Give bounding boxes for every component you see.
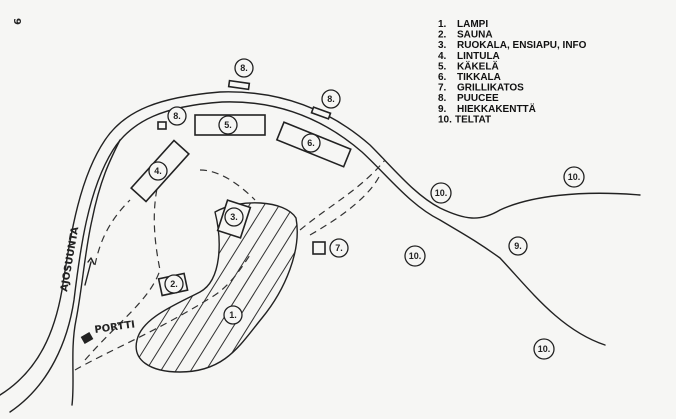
lake: [135, 202, 298, 373]
marker-circle: [329, 238, 349, 258]
footpath: [199, 169, 256, 201]
legend-number: 5.: [438, 61, 447, 72]
marker-number: 5.: [224, 120, 232, 130]
legend-number: 2.: [438, 30, 447, 41]
marker-number: 6.: [307, 138, 315, 148]
legend-label: PUUCEE: [457, 93, 499, 104]
legend-number: 7.: [438, 83, 447, 94]
legend-label: SAUNA: [457, 30, 493, 41]
marker-number: 3.: [230, 212, 238, 222]
legend-number: 8.: [438, 93, 447, 104]
map-marker: 2.: [164, 274, 184, 294]
map-marker: 6.: [301, 133, 321, 153]
marker-circle: [167, 106, 187, 126]
map-marker: 10.: [430, 182, 452, 204]
marker-number: 10.: [409, 251, 422, 261]
footpath: [309, 174, 381, 236]
arrow-icon: [84, 257, 95, 286]
marker-circle: [224, 207, 244, 227]
map-marker: 4.: [148, 161, 168, 181]
marker-circle: [404, 245, 426, 267]
marker-circle: [533, 338, 555, 360]
marker-number: 9.: [514, 241, 522, 251]
legend-number: 6.: [438, 72, 447, 83]
footpath: [299, 159, 386, 231]
road-main-edge: [9, 101, 606, 413]
legend-label: RUOKALA, ENSIAPU, INFO: [457, 40, 587, 51]
marker-circle: [164, 274, 184, 294]
marker-circle: [301, 133, 321, 153]
legend-number: 10.: [438, 114, 452, 125]
marker-circle: [223, 305, 243, 325]
map-marker: 8.: [167, 106, 187, 126]
map-marker: 7.: [329, 238, 349, 258]
gate-label: PORTTI: [94, 319, 136, 336]
map-marker: 10.: [563, 166, 585, 188]
legend-label: LINTULA: [457, 51, 500, 62]
marker-circle: [563, 166, 585, 188]
marker-number: 10.: [568, 172, 581, 182]
marker-circle: [321, 89, 341, 109]
building-puucee: [310, 106, 332, 120]
marker-number: 8.: [240, 63, 248, 73]
legend-label: KÄKELÄ: [457, 59, 499, 72]
marker-number: 2.: [170, 279, 178, 289]
legend-label: HIEKKAKENTTÄ: [457, 102, 536, 115]
footpath: [74, 254, 251, 371]
footpath: [94, 199, 131, 266]
gate-icon: [80, 332, 94, 344]
marker-circle: [508, 236, 528, 256]
driveway: [71, 139, 121, 406]
building-puucee: [157, 121, 167, 130]
map-marker: 1.: [223, 305, 243, 325]
legend-label: GRILLIKATOS: [457, 83, 524, 94]
map-marker: 10.: [533, 338, 555, 360]
legend: 1. LAMPI 2. SAUNA 3. RUOKALA, ENSIAPU, INFO 4.…: [438, 19, 587, 125]
driving-direction-label: AJOSUUNTA: [59, 226, 81, 293]
marker-number: 10.: [538, 344, 551, 354]
legend-label: LAMPI: [457, 19, 488, 30]
marker-circle: [234, 58, 254, 78]
page-number: 9: [11, 18, 22, 25]
building-puucee: [227, 79, 251, 91]
building-grillikatos: [312, 241, 326, 255]
map-marker: 8.: [234, 58, 254, 78]
road-main: [0, 91, 641, 396]
map-marker: 9.: [508, 236, 528, 256]
marker-circle: [148, 161, 168, 181]
marker-number: 8.: [327, 94, 335, 104]
legend-number: 1.: [438, 19, 447, 30]
map-marker: 3.: [224, 207, 244, 227]
marker-number: 8.: [173, 111, 181, 121]
map-marker: 8.: [321, 89, 341, 109]
marker-number: 4.: [154, 166, 162, 176]
legend-label: TIKKALA: [457, 72, 501, 83]
map-marker: 5.: [218, 115, 238, 135]
legend-number: 4.: [438, 51, 447, 62]
legend-label: TELTAT: [455, 114, 491, 125]
legend-number: 3.: [438, 40, 447, 51]
marker-circle: [218, 115, 238, 135]
marker-number: 7.: [335, 243, 343, 253]
marker-number: 10.: [435, 188, 448, 198]
marker-circle: [430, 182, 452, 204]
marker-number: 1.: [229, 310, 237, 320]
legend-number: 9.: [438, 104, 447, 115]
map-marker: 10.: [404, 245, 426, 267]
